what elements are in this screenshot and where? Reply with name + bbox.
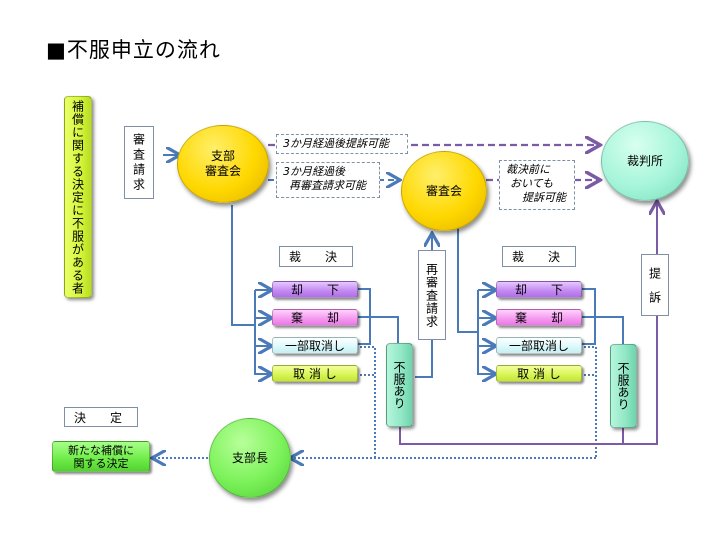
lawsuit-label: 提 訴	[641, 254, 669, 316]
branch-chief-node: 支部長	[209, 418, 291, 498]
note-lawsuit-after-3-months: 3か月経過後提訴可能	[276, 134, 408, 154]
objection-to-court	[399, 203, 657, 445]
outcome-partial-revocation-1: 一部取消し	[272, 337, 358, 354]
court-node: 裁判所	[601, 121, 689, 201]
outcome-rejection-2: 棄 却	[496, 309, 582, 326]
note-line: 3か月経過後	[283, 165, 345, 178]
note-line: 提訴可能	[522, 191, 566, 204]
committee-to-ruling2	[457, 210, 478, 333]
decision-label: 決 定	[64, 407, 138, 427]
objection-box-2: 不服あり	[610, 344, 637, 428]
outcome-revocation-1: 取 消 し	[272, 365, 358, 382]
ruling-label-2: 裁 決	[502, 246, 576, 267]
note-line: 裁決前に	[506, 163, 550, 176]
outcome-partial-revocation-2: 一部取消し	[496, 337, 582, 354]
objection-box-1: 不服あり	[386, 343, 413, 427]
outcome-dismissal-1: 却 下	[272, 281, 358, 298]
note-lawsuit-before-ruling: 裁決前に おいても 提訴可能	[499, 160, 575, 210]
branch-committee-node: 支部 審査会	[177, 125, 269, 203]
branch-to-ruling1	[231, 205, 255, 326]
note-line: 再審査請求可能	[289, 179, 366, 192]
claimant-box: 補償に関する決定に不服がある者	[64, 96, 92, 298]
page-title: ■不服申立の流れ	[46, 38, 221, 62]
ruling-label-1: 裁 決	[279, 246, 353, 267]
outcome-dismissal-2: 却 下	[496, 281, 582, 298]
outcome-rejection-1: 棄 却	[272, 309, 358, 326]
note-line: おいても	[510, 177, 554, 190]
request-review-label: 審査請求	[124, 126, 154, 199]
note-rereview-after-3-months: 3か月経過後 再審査請求可能	[276, 162, 380, 198]
new-compensation-decision: 新たな補償に 関する決定	[52, 441, 150, 472]
outcome-revocation-2: 取 消 し	[496, 365, 582, 382]
re-request-review-label: 再審査請求	[418, 250, 446, 340]
committee-node: 審査会	[401, 151, 487, 231]
